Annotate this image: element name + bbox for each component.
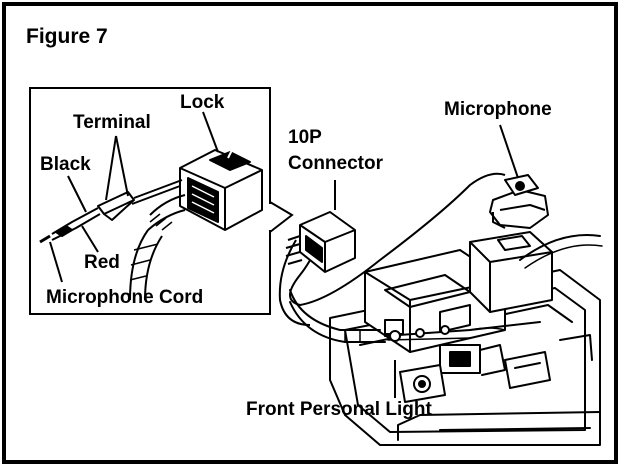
callout-pointer <box>269 201 294 233</box>
label-front-personal-light: Front Personal Light <box>246 399 432 420</box>
label-black-wire: Black <box>40 154 91 175</box>
label-terminal: Terminal <box>73 112 151 133</box>
microphone-unit <box>489 174 549 229</box>
outer-frame <box>2 2 618 464</box>
label-microphone: Microphone <box>444 99 552 120</box>
mic-lead-wire-2 <box>278 239 311 326</box>
inset-connector-detail <box>129 149 263 301</box>
label-microphone-cord: Microphone Cord <box>46 287 204 308</box>
leader-microphone <box>499 124 519 179</box>
inset-terminal-detail <box>39 179 183 244</box>
label-connector: Connector <box>288 153 383 174</box>
label-lock: Lock <box>180 92 225 113</box>
label-10p: 10P <box>288 127 322 148</box>
inset-leaders <box>49 111 219 283</box>
10p-connector <box>285 211 356 273</box>
mic-lead-wire <box>289 172 506 307</box>
front-personal-light-assembly <box>289 231 603 446</box>
label-red-wire: Red <box>84 252 120 273</box>
figure-title: Figure 7 <box>26 25 108 48</box>
